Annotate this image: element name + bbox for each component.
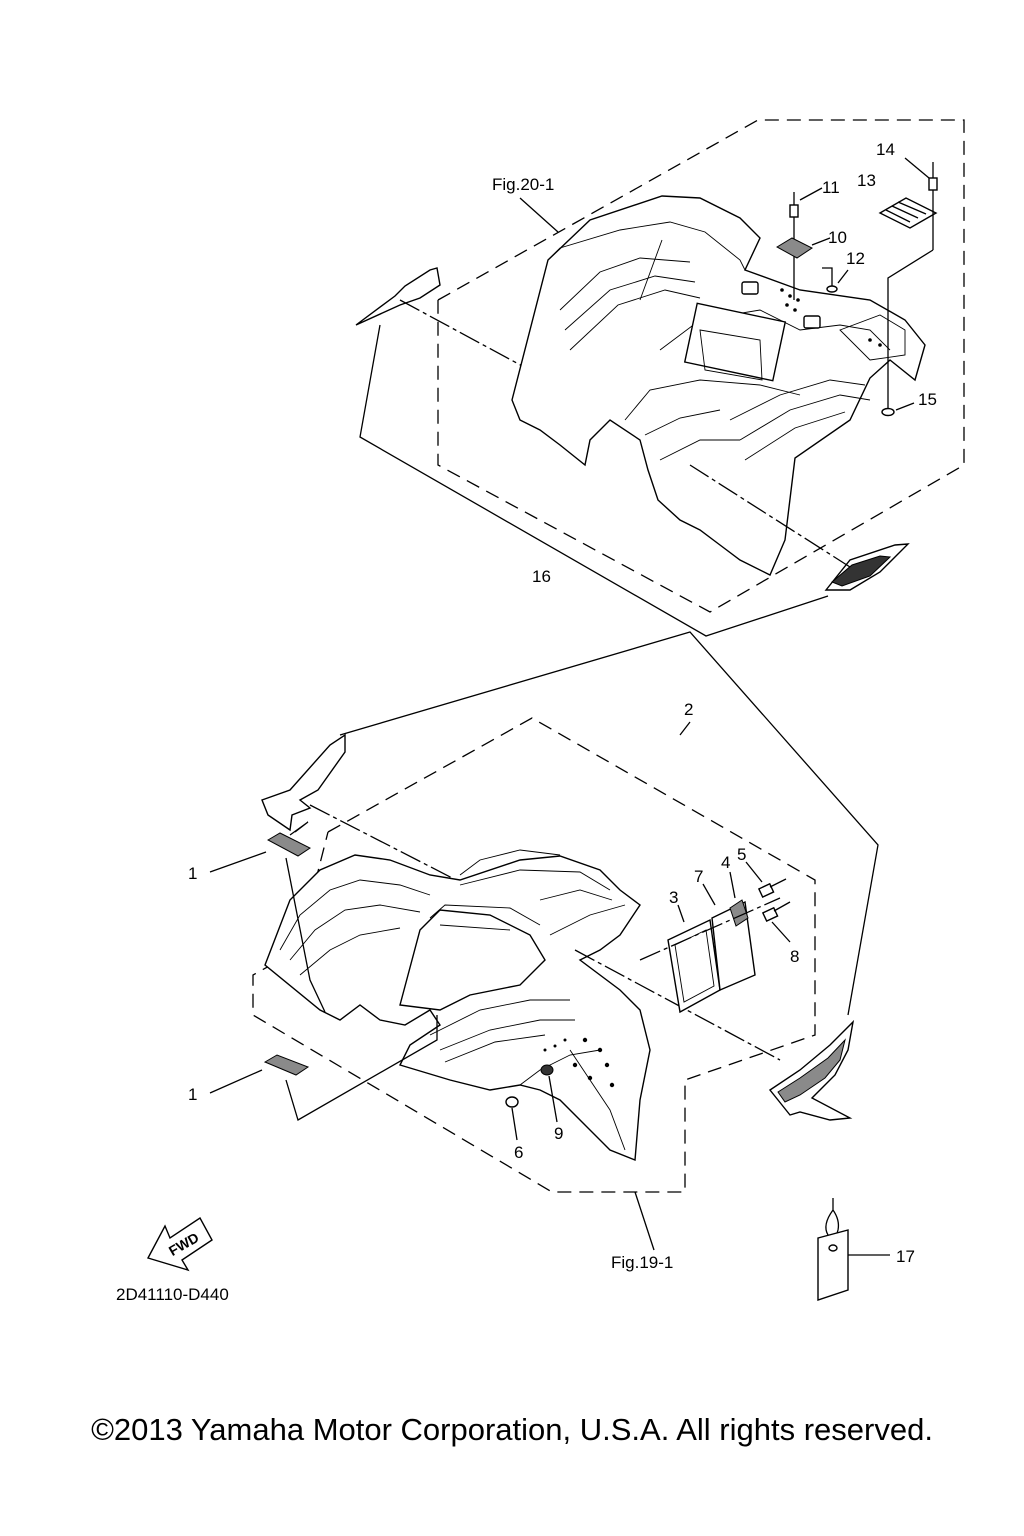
copyright-notice: ©2013 Yamaha Motor Corporation, U.S.A. A…	[91, 1412, 933, 1447]
callout-11: 11	[822, 178, 840, 197]
leader-14	[904, 157, 930, 179]
callout-8: 8	[790, 947, 799, 966]
leader-3	[677, 904, 685, 923]
leader-2	[679, 721, 691, 736]
leader-5	[745, 861, 763, 883]
leader-8	[771, 921, 791, 943]
callout-9: 9	[554, 1124, 563, 1143]
rear-right-decal-leader	[689, 464, 851, 568]
front-right-decal-leader	[574, 949, 781, 1061]
callout-12: 12	[846, 249, 865, 268]
decal-1-lower	[263, 1054, 310, 1076]
plate-4	[729, 899, 749, 927]
front-fender-solid-outline	[339, 631, 879, 1016]
rear-fender-dashed-outline	[437, 119, 965, 613]
washer-6	[505, 1096, 519, 1108]
callout-5: 5	[737, 845, 746, 864]
callout-14: 14	[876, 140, 895, 159]
leader-1-lower	[209, 1069, 263, 1094]
drawing-code: 2D41110-D440	[116, 1285, 229, 1304]
leader-6	[511, 1107, 518, 1141]
bolt-axis	[639, 897, 781, 961]
callout-2: 2	[684, 700, 693, 719]
callout-17: 17	[896, 1247, 915, 1266]
callout-10: 10	[828, 228, 847, 247]
leader-10	[811, 237, 831, 246]
callout-1-upper: 1	[188, 864, 197, 883]
rear-fender-solid-outline	[359, 324, 829, 637]
leader-1-upper	[209, 851, 267, 873]
front-fender-assembly	[209, 631, 879, 1251]
callout-1-lower: 1	[188, 1085, 197, 1104]
tag-17	[817, 1198, 890, 1301]
fig19-label: Fig.19-1	[611, 1253, 673, 1272]
fwd-arrow-icon: FWD	[146, 1216, 213, 1272]
bolt-5	[745, 861, 787, 898]
callout-4: 4	[721, 853, 730, 872]
leader-4	[729, 871, 736, 899]
front-fender-body	[264, 849, 651, 1162]
leader-12	[837, 269, 849, 284]
callout-7: 7	[694, 867, 703, 886]
leader-9	[548, 1075, 558, 1123]
decal-1-upper	[266, 832, 311, 857]
rear-left-decal	[355, 267, 441, 326]
leader-7	[702, 883, 716, 906]
leader-11	[799, 187, 823, 201]
grommet-9	[540, 1064, 554, 1076]
callout-15: 15	[918, 390, 937, 409]
fig20-label: Fig.20-1	[492, 175, 554, 194]
callout-13: 13	[857, 171, 876, 190]
callout-16: 16	[532, 567, 551, 586]
fig19-leader	[634, 1191, 655, 1251]
fig20-leader	[519, 197, 559, 233]
rear-fender-assembly	[355, 119, 965, 637]
leader-15	[895, 402, 915, 411]
callout-6: 6	[514, 1143, 523, 1162]
rear-hardware	[775, 157, 938, 417]
rear-fender-body	[511, 195, 926, 576]
reflector-3	[667, 918, 721, 1014]
front-left-decal	[261, 733, 346, 832]
callout-3: 3	[669, 888, 678, 907]
bolt-8	[761, 901, 791, 943]
front-left-decal-leader	[309, 804, 461, 883]
